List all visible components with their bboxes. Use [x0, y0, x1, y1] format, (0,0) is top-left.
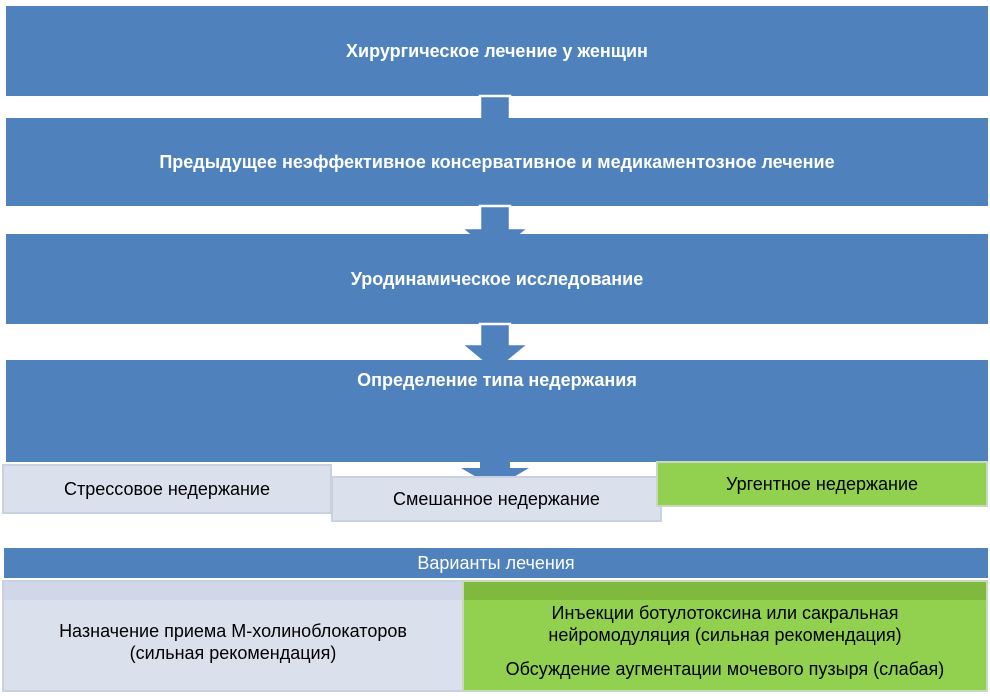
panel-left-strip	[4, 582, 462, 600]
treatment-left-panel: Назначение приема М-холиноблокаторов (си…	[2, 580, 464, 692]
treatment-right-panel: Инъекции ботулотоксина или сакральная не…	[462, 580, 988, 692]
step-incontinence-type-label: Определение типа недержания	[357, 370, 637, 390]
panel-right-strip	[464, 582, 986, 600]
step-incontinence-type: Определение типа недержания	[6, 360, 988, 462]
step-surgical-treatment: Хирургическое лечение у женщин	[6, 6, 988, 96]
urgent-incontinence-box: Ургентное недержание	[656, 461, 988, 507]
stress-incontinence-label: Стрессовое недержание	[64, 478, 270, 499]
step-urodynamic-label: Уродинамическое исследование	[350, 268, 644, 289]
botox-line: Инъекции ботулотоксина или сакральная	[551, 603, 899, 623]
augmentation-line: Обсуждение аугментации мочевого пузыря (…	[505, 659, 945, 679]
stress-incontinence-box: Стрессовое недержание	[2, 464, 332, 514]
step-previous-treatment-label: Предыдущее неэффективное консервативное …	[159, 151, 835, 172]
step-urodynamic: Уродинамическое исследование	[6, 234, 988, 324]
neuromodulation-line: нейромодуляция (сильная рекомендация)	[548, 625, 902, 645]
anticholinergic-line: Назначение приема М-холиноблокаторов	[59, 621, 407, 641]
step-previous-treatment: Предыдущее неэффективное консервативное …	[6, 118, 988, 206]
step-surgical-treatment-label: Хирургическое лечение у женщин	[346, 40, 648, 61]
right-panel-text: Инъекции ботулотоксина или сакральная не…	[464, 602, 986, 680]
treatment-variants-title: Варианты лечения	[417, 552, 575, 573]
left-panel-text: Назначение приема М-холиноблокаторов (си…	[4, 620, 462, 664]
down-arrow-3	[457, 322, 533, 374]
mixed-incontinence-box: Смешанное недержание	[331, 476, 662, 522]
treatment-variants-bar: Варианты лечения	[4, 548, 988, 578]
urgent-incontinence-label: Ургентное недержание	[725, 473, 919, 494]
anticholinergic-strength: (сильная рекомендация)	[129, 643, 337, 663]
mixed-incontinence-label: Смешанное недержание	[393, 488, 600, 509]
